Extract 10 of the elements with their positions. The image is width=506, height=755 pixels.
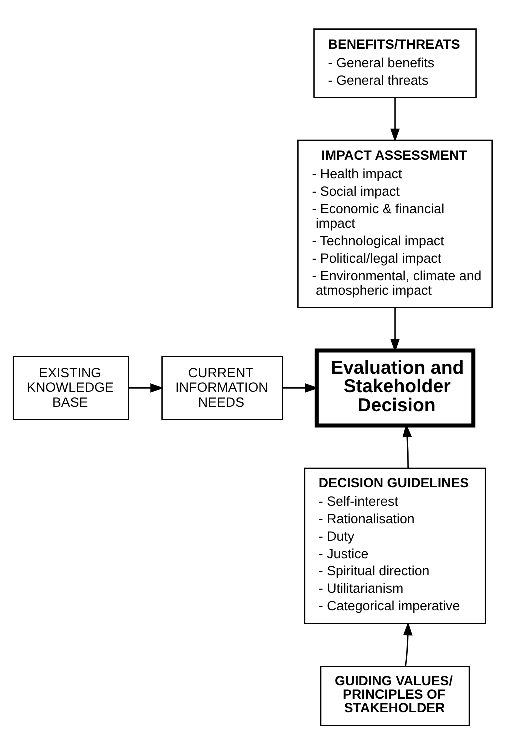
node-box: Evaluation and Stakeholder Decision [314,348,476,428]
node-box: BENEFITS/THREATS - General benefits - General threats [314,28,477,98]
node-box: DECISION GUIDELINES - Self-interest - Rationalisation - Duty - Justice - Spiritual direction - Utilitarianism - Categorical imperative [304,468,486,625]
arrow [403,622,413,667]
arrow [129,384,164,393]
node-box: CURRENT INFORMATION NEEDS [162,356,284,420]
node-box: GUIDING VALUES/ PRINCIPLES OF STAKEHOLDER [320,666,470,726]
node-box: IMPACT ASSESSMENT - Health impact - Social impact - Economic & financial impact - Technological impact - Political/legal impact - Environmental, climate and atmospheric impact [298,140,494,309]
arrow [390,98,400,142]
node-box: EXISTING KNOWLEDGE BASE [12,356,130,420]
